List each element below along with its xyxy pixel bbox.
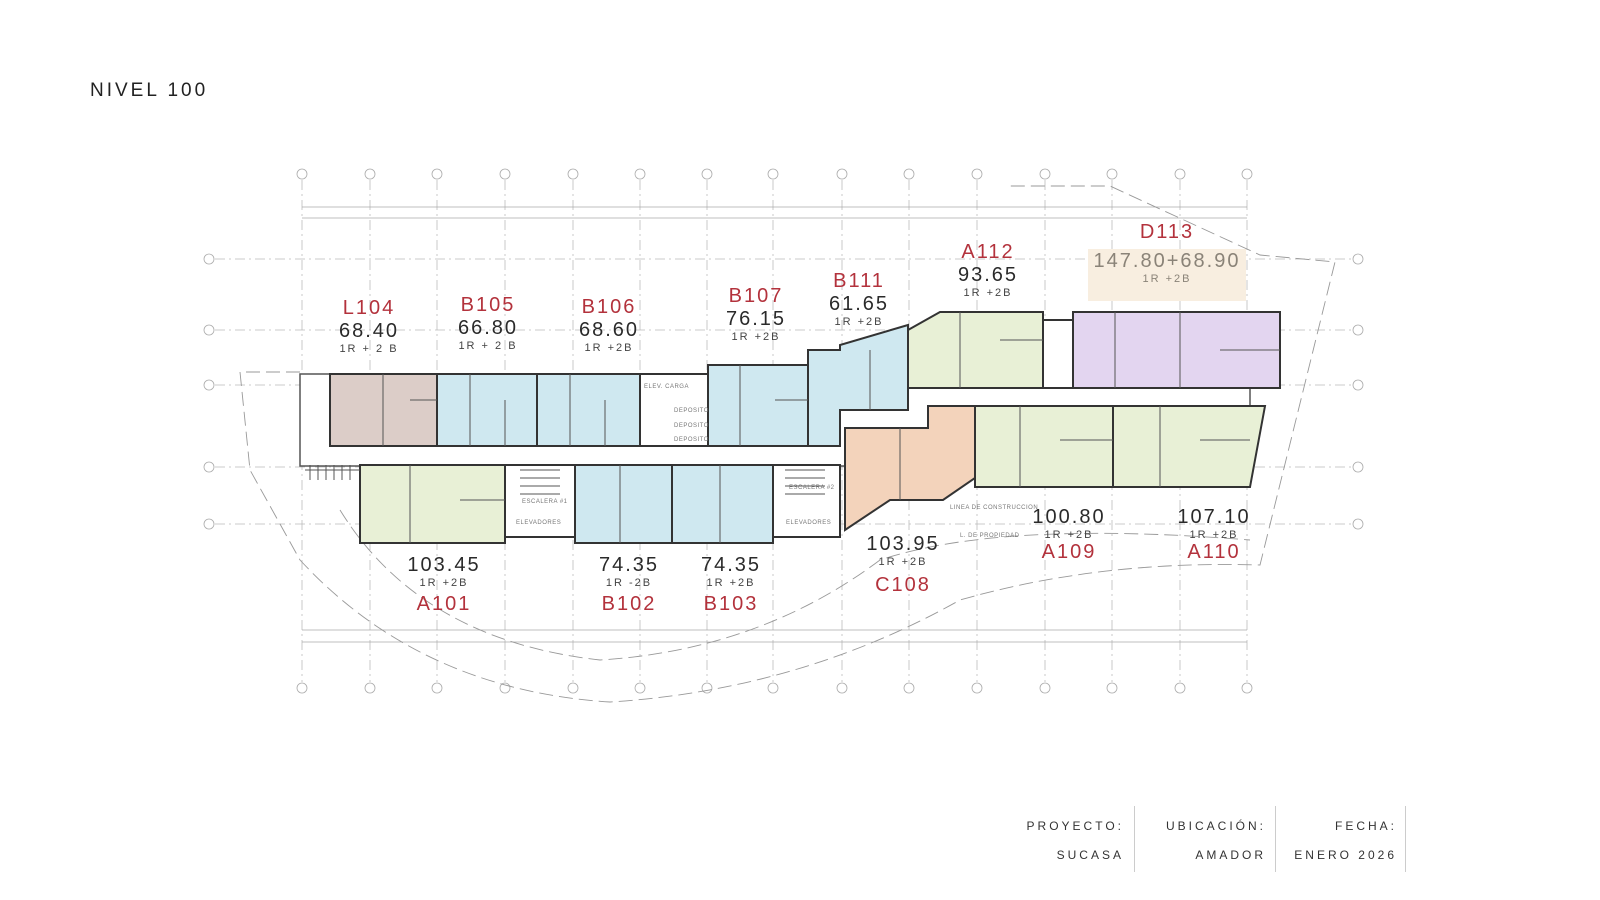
unit-B111: [807, 323, 909, 447]
grid-bubble: [1352, 324, 1364, 336]
grid-bubble: [1174, 168, 1186, 180]
stair2-label: ESCALERA #2: [789, 485, 835, 491]
grid-bubble: [567, 168, 579, 180]
grid-bubble: [1352, 518, 1364, 530]
grid-bubble: [364, 682, 376, 694]
grid-bubble: [767, 682, 779, 694]
grid-bubble: [1352, 461, 1364, 473]
grid-bubble: [1039, 168, 1051, 180]
grid-bubble: [836, 168, 848, 180]
unit-A101: [359, 464, 506, 544]
grid-bubble: [567, 682, 579, 694]
grid-bubble: [903, 168, 915, 180]
grid-bubble: [203, 379, 215, 391]
plan-title: NIVEL 100: [90, 80, 209, 101]
unit-B105: [436, 373, 538, 447]
grid-bubble: [1039, 682, 1051, 694]
storage-label-2: DEPOSITO: [674, 423, 709, 429]
grid-bubble: [203, 518, 215, 530]
interior-walls: [305, 312, 1280, 543]
property-lines: [239, 185, 1336, 703]
location-value: AMADOR: [1195, 848, 1266, 862]
stair1-label: ESCALERA #1: [522, 499, 568, 505]
grid-bubble: [1174, 682, 1186, 694]
grid-bubble: [364, 168, 376, 180]
unit-B106: [536, 373, 641, 447]
construction-line-label: LINEA DE CONSTRUCCION: [950, 505, 1039, 511]
grid-bubble: [903, 682, 915, 694]
project-value: SUCASA: [1056, 848, 1124, 862]
grid-bubbles: [203, 168, 1364, 694]
grid-bubble: [634, 168, 646, 180]
grid-bubble: [971, 168, 983, 180]
date-label: FECHA:: [1334, 819, 1397, 833]
unit-A110: [1112, 405, 1267, 488]
unit-A109: [974, 405, 1114, 488]
grid-bubble: [431, 682, 443, 694]
grid-bubble: [203, 461, 215, 473]
grid-bubble: [1241, 682, 1253, 694]
grid-bubble: [203, 253, 215, 265]
property-line-label: L. DE PROPIEDAD: [960, 533, 1020, 539]
grid-bubble: [296, 168, 308, 180]
grid-bubble: [767, 168, 779, 180]
grid-bubble: [1352, 253, 1364, 265]
unit-B107: [707, 364, 809, 447]
grid-bubble: [1241, 168, 1253, 180]
footer-divider: [1405, 806, 1406, 872]
storage-label-3: DEPOSITO: [674, 437, 709, 443]
grid-bubble: [499, 168, 511, 180]
grid-bubble: [836, 682, 848, 694]
grid-bubble: [1352, 379, 1364, 391]
grid-bubble: [296, 682, 308, 694]
grid-bubble: [203, 324, 215, 336]
unit-B102: [574, 464, 673, 544]
grid-bubble: [701, 168, 713, 180]
grid-bubble: [431, 168, 443, 180]
stair-north: [1042, 319, 1074, 389]
date-value: ENERO 2026: [1294, 848, 1397, 862]
unit-B103: [671, 464, 774, 544]
footer-divider: [1275, 806, 1276, 872]
units: [299, 311, 1281, 544]
d113-highlight: [1088, 249, 1246, 301]
elevators-label-2: ELEVADORES: [786, 520, 832, 526]
project-label: PROYECTO:: [1026, 819, 1124, 833]
freight-elevator-label: ELEV. CARGA: [644, 384, 689, 390]
storage-label-1: DEPOSITO: [674, 408, 709, 414]
unit-A112: [907, 311, 1044, 389]
dimension-lines: [302, 206, 1247, 643]
grid-bubble: [971, 682, 983, 694]
stair-core-1: [504, 464, 576, 538]
footer-divider: [1134, 806, 1135, 872]
stair-core-2: [772, 464, 841, 538]
grid-bubble: [1106, 168, 1118, 180]
grid-bubble: [634, 682, 646, 694]
location-label: UBICACIÓN:: [1165, 819, 1266, 833]
grid-bubble: [1106, 682, 1118, 694]
elevators-label-1: ELEVADORES: [516, 520, 562, 526]
